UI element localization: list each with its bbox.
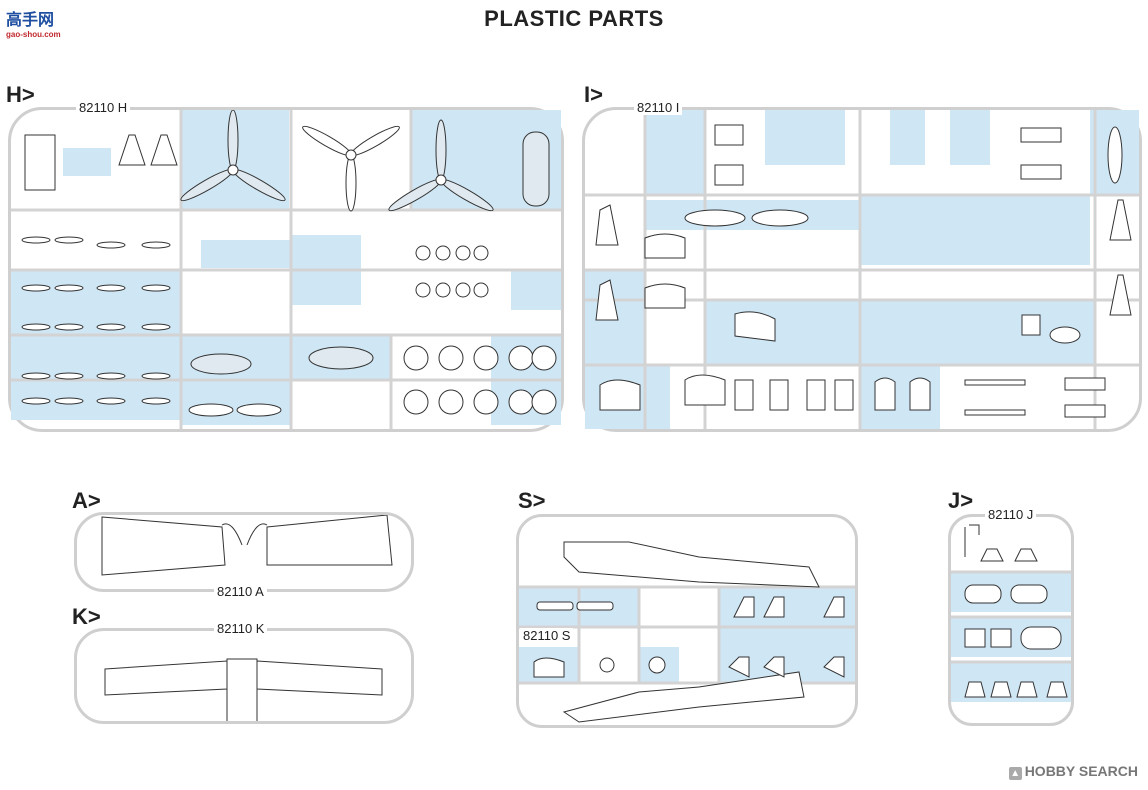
sprue-h-frame bbox=[8, 107, 564, 432]
page-title: PLASTIC PARTS bbox=[484, 6, 664, 31]
sprue-h-letter: H> bbox=[6, 82, 35, 107]
sprue-i-diagram bbox=[585, 110, 1139, 429]
sprue-a-diagram bbox=[101, 514, 393, 576]
sprue-h-code: 82110 H bbox=[76, 100, 131, 115]
watermark: ▲HOBBY SEARCH bbox=[1008, 763, 1138, 780]
sprue-i-code: 82110 I bbox=[634, 100, 683, 115]
sprue-j-code: 82110 J bbox=[985, 507, 1037, 522]
sprue-k-code: 82110 K bbox=[214, 621, 268, 636]
sprue-h-diagram bbox=[11, 109, 561, 429]
sprue-s-diagram bbox=[519, 541, 855, 723]
sprue-j-diagram bbox=[951, 524, 1071, 702]
sprue-j-letter: J> bbox=[948, 488, 974, 513]
sprue-a-frame bbox=[74, 512, 414, 592]
sprue-k-frame bbox=[74, 628, 414, 726]
sprue-i-letter: I> bbox=[584, 82, 603, 107]
sprue-s-frame bbox=[516, 514, 858, 728]
site-logo: 高手网 gao-shou.com bbox=[6, 10, 61, 39]
sprue-a-letter: A> bbox=[72, 488, 101, 513]
sprue-s-code: 82110 S bbox=[520, 628, 574, 643]
sprue-s-letter: S> bbox=[518, 488, 546, 513]
sprue-j-frame bbox=[948, 514, 1074, 726]
hobbysearch-logo-icon: ▲ bbox=[1008, 767, 1022, 780]
sprue-k-letter: K> bbox=[72, 604, 101, 629]
sprue-k-diagram bbox=[104, 658, 383, 726]
sprue-i-frame bbox=[582, 107, 1142, 432]
sprue-a-code: 82110 A bbox=[214, 584, 267, 599]
